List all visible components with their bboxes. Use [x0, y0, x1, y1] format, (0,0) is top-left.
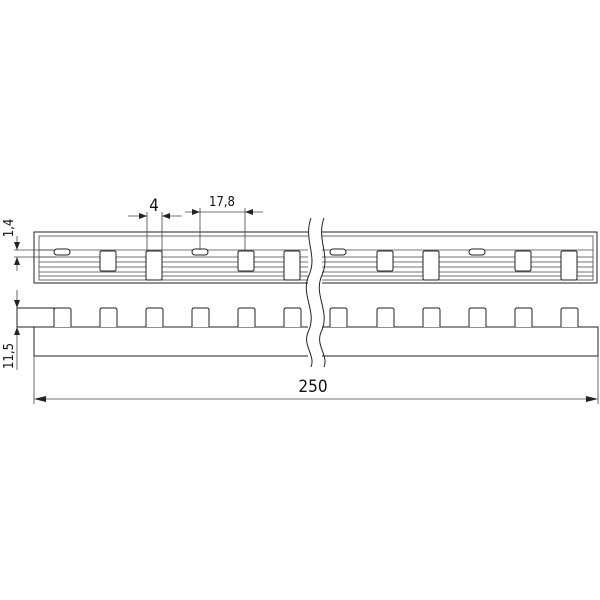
slot-oval: [468, 248, 486, 256]
contact-tab: [422, 250, 440, 281]
comb-tooth: [191, 307, 210, 327]
slot-oval: [53, 248, 71, 256]
break-line-left: [305, 217, 313, 368]
side-view-teeth: [53, 307, 579, 327]
comb-tooth: [99, 307, 118, 327]
comb-tooth: [376, 307, 395, 327]
comb-tooth: [468, 307, 487, 327]
top-view-slots: [53, 248, 578, 281]
contact-tab: [99, 250, 117, 272]
dimension-height: 11,5: [2, 290, 20, 370]
comb-tooth: [237, 307, 256, 327]
contact-tab: [237, 250, 255, 272]
slot-oval: [329, 248, 347, 256]
contact-tab: [145, 250, 163, 281]
side-view-end-extension: [16, 307, 55, 328]
comb-tooth: [145, 307, 164, 327]
comb-tooth: [514, 307, 533, 327]
contact-tab: [283, 250, 301, 281]
dimension-pitch: 17,8: [185, 195, 263, 250]
dimension-thickness: 1,4: [2, 219, 56, 271]
side-view: [16, 307, 599, 357]
comb-tooth: [53, 307, 72, 327]
contact-tab: [514, 250, 532, 272]
contact-tab: [376, 250, 394, 272]
dimension-label-pitch: 17,8: [209, 195, 235, 210]
break-symbol: [305, 215, 326, 368]
dimension-label-thickness: 1,4: [2, 219, 17, 238]
comb-tooth: [329, 307, 348, 327]
dimension-label-length: 250: [298, 377, 327, 397]
comb-tooth: [560, 307, 579, 327]
dimension-label-height: 11,5: [2, 343, 17, 369]
contact-tab: [560, 250, 578, 281]
dimension-label-tab-width: 4: [149, 196, 159, 216]
break-line-right: [318, 217, 326, 368]
comb-tooth: [422, 307, 441, 327]
dimension-tab-width: 4: [128, 196, 182, 252]
dimension-length: 250: [33, 356, 599, 404]
comb-tooth: [283, 307, 302, 327]
